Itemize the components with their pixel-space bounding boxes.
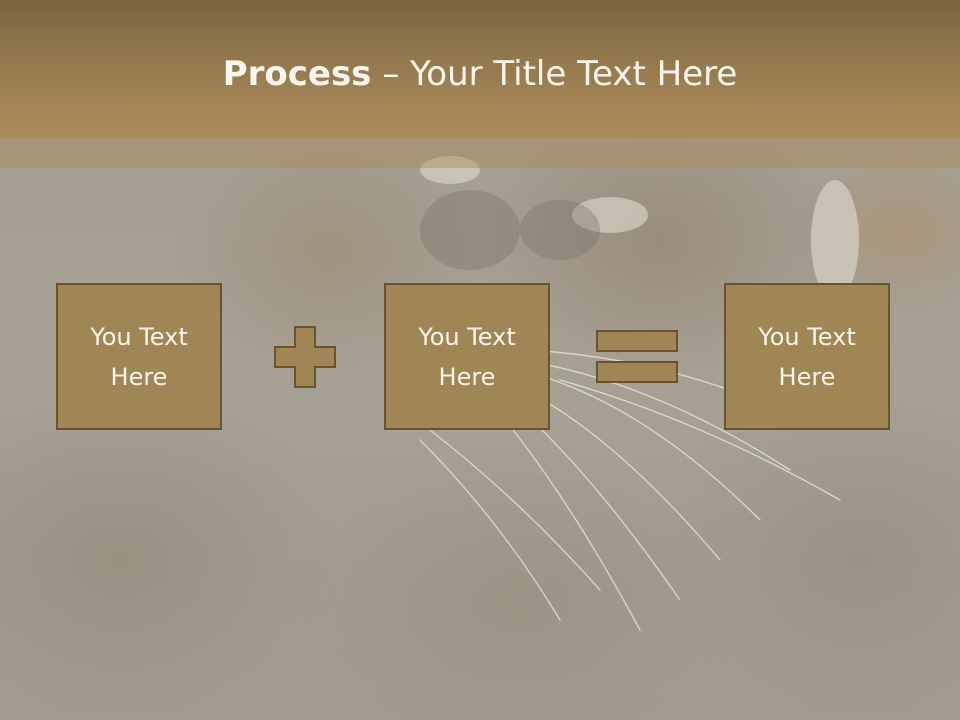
process-box-3[interactable]: You Text Here	[724, 283, 890, 430]
page-title: Process – Your Title Text Here	[0, 50, 960, 98]
process-box-label: You Text Here	[90, 322, 188, 391]
title-bold: Process	[222, 54, 372, 94]
title-bar	[0, 0, 960, 138]
process-box-1[interactable]: You Text Here	[56, 283, 222, 430]
process-box-label: You Text Here	[418, 322, 516, 391]
title-rest: – Your Title Text Here	[371, 54, 738, 94]
plus-icon	[274, 326, 336, 388]
title-band	[0, 138, 960, 168]
process-box-2[interactable]: You Text Here	[384, 283, 550, 430]
process-box-label: You Text Here	[758, 322, 856, 391]
equals-icon	[596, 330, 678, 383]
